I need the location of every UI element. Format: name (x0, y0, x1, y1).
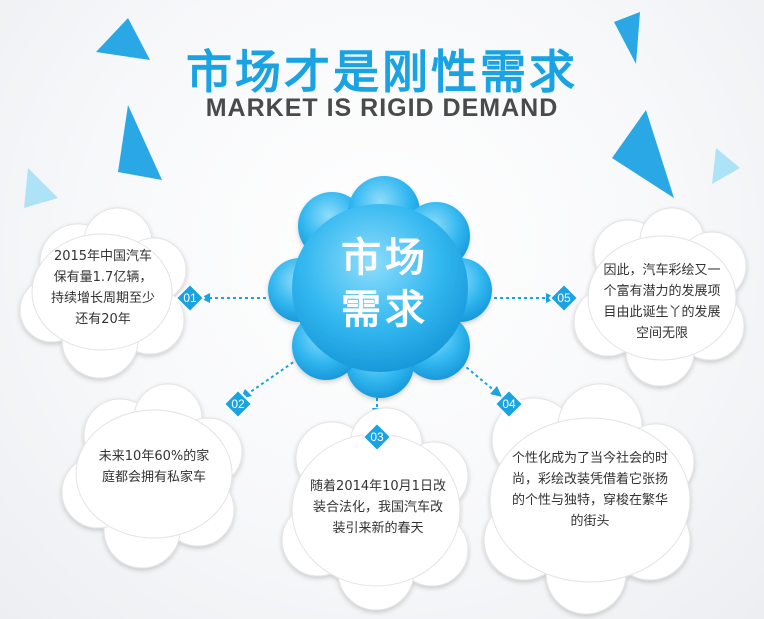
node-01-text: 2015年中国汽车保有量1.7亿辆，持续增长周期至少还有20年 (50, 249, 155, 327)
decor-triangle (24, 168, 58, 208)
badge-number: 05 (557, 291, 571, 305)
arrowhead-04 (490, 386, 502, 397)
decor-triangle (712, 148, 740, 184)
badge-03: 03 (361, 421, 393, 453)
center-label: 市场 需求 (305, 232, 465, 336)
badge-02: 02 (222, 388, 254, 420)
decor-triangle (118, 105, 162, 180)
cloud-node-05 (573, 207, 747, 387)
badge-number: 01 (183, 291, 197, 305)
cloud-node-02 (61, 383, 243, 569)
center-cloud (268, 176, 492, 398)
decor-triangle (96, 18, 150, 60)
center-label-line1: 市场 (341, 235, 429, 281)
badge-01: 01 (174, 282, 206, 314)
badge-04: 04 (493, 388, 525, 420)
badge-number: 04 (502, 397, 516, 411)
badge-number: 03 (370, 430, 384, 444)
node-03-text: 随着2014年10月1日改装合法化，我国汽车改装引来新的春天 (310, 479, 446, 536)
badge-number: 02 (231, 397, 245, 411)
node-05-text: 因此，汽车彩绘又一个富有潜力的发展项目由此诞生丫的发展空间无限 (603, 263, 721, 341)
page-title: 市场才是刚性需求 (186, 45, 578, 99)
decor-triangle (612, 110, 674, 198)
node-02-text: 未来10年60%的家庭都会拥有私家车 (98, 449, 210, 485)
badge-05: 05 (548, 282, 580, 314)
center-label-line2: 需求 (341, 287, 429, 333)
page-subtitle: MARKET IS RIGID DEMAND (205, 94, 559, 122)
connector-04 (447, 351, 497, 393)
decor-triangle (614, 12, 640, 64)
cloud-node-04 (483, 383, 695, 615)
cloud-node-01 (19, 207, 187, 379)
cloud-node-03 (281, 407, 469, 611)
node-04-text: 个性化成为了当今社会的时尚，彩绘改装凭借着它张扬的个性与独特，穿梭在繁华的街头 (511, 451, 668, 529)
